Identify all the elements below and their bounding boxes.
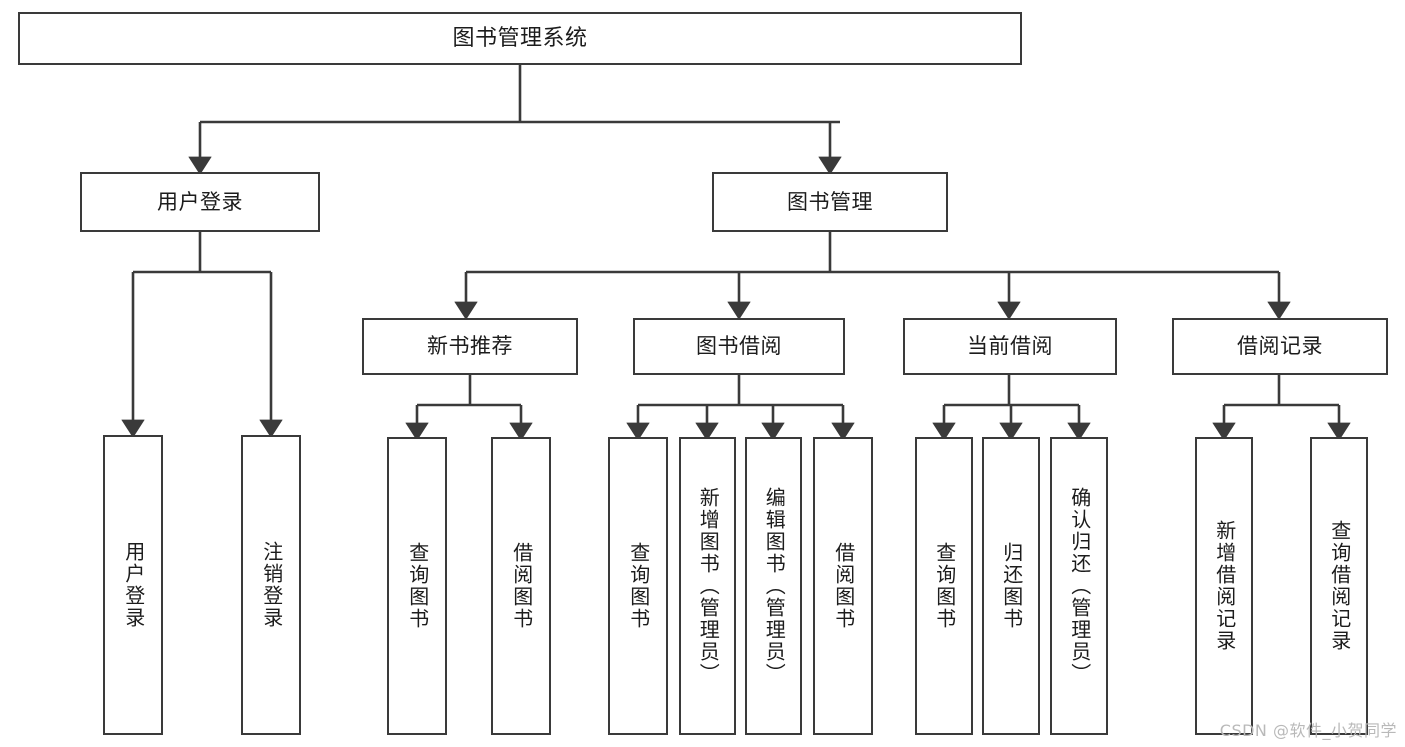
node-leaf-add-borrow-record-label: 新增借阅记录 xyxy=(1212,520,1237,652)
node-leaf-query-book-current-label: 查询图书 xyxy=(932,542,957,630)
node-root-book-management-system[interactable]: 图书管理系统 xyxy=(18,12,1022,65)
node-leaf-borrow-book[interactable]: 借阅图书 xyxy=(813,437,873,735)
node-leaf-query-borrow-record-label: 查询借阅记录 xyxy=(1327,520,1352,652)
node-leaf-query-book-recommend[interactable]: 查询图书 xyxy=(387,437,447,735)
node-borrow-record-label: 借阅记录 xyxy=(1237,334,1323,359)
node-leaf-query-book-borrow-label: 查询图书 xyxy=(626,542,651,630)
node-leaf-user-login[interactable]: 用户登录 xyxy=(103,435,163,735)
node-root-label: 图书管理系统 xyxy=(452,25,588,51)
node-current-borrow[interactable]: 当前借阅 xyxy=(903,318,1117,375)
node-leaf-logout[interactable]: 注销登录 xyxy=(241,435,301,735)
node-user-login-label: 用户登录 xyxy=(157,189,243,214)
node-leaf-add-book-admin-label: 新增图书（管理员） xyxy=(696,487,721,685)
node-leaf-add-borrow-record[interactable]: 新增借阅记录 xyxy=(1195,437,1253,735)
node-leaf-borrow-book-recommend-label: 借阅图书 xyxy=(509,542,534,630)
node-book-management-label: 图书管理 xyxy=(787,189,873,214)
node-leaf-confirm-return-admin[interactable]: 确认归还（管理员） xyxy=(1050,437,1108,735)
node-new-book-recommend[interactable]: 新书推荐 xyxy=(362,318,578,375)
node-leaf-query-book-recommend-label: 查询图书 xyxy=(405,542,430,630)
node-leaf-confirm-return-admin-label: 确认归还（管理员） xyxy=(1067,487,1092,685)
node-leaf-query-book-borrow[interactable]: 查询图书 xyxy=(608,437,668,735)
node-leaf-borrow-book-recommend[interactable]: 借阅图书 xyxy=(491,437,551,735)
node-book-borrow[interactable]: 图书借阅 xyxy=(633,318,845,375)
watermark-text: CSDN @软件_小贺同学 xyxy=(1219,721,1397,740)
node-leaf-query-borrow-record[interactable]: 查询借阅记录 xyxy=(1310,437,1368,735)
node-leaf-logout-label: 注销登录 xyxy=(259,541,284,629)
node-user-login[interactable]: 用户登录 xyxy=(80,172,320,232)
node-leaf-return-book[interactable]: 归还图书 xyxy=(982,437,1040,735)
node-book-management[interactable]: 图书管理 xyxy=(712,172,948,232)
node-leaf-return-book-label: 归还图书 xyxy=(999,542,1024,630)
node-leaf-borrow-book-label: 借阅图书 xyxy=(831,542,856,630)
node-leaf-edit-book-admin[interactable]: 编辑图书（管理员） xyxy=(745,437,802,735)
node-leaf-query-book-current[interactable]: 查询图书 xyxy=(915,437,973,735)
node-borrow-record[interactable]: 借阅记录 xyxy=(1172,318,1388,375)
node-leaf-user-login-label: 用户登录 xyxy=(121,541,146,629)
node-book-borrow-label: 图书借阅 xyxy=(696,334,782,359)
node-leaf-edit-book-admin-label: 编辑图书（管理员） xyxy=(762,487,787,685)
node-leaf-add-book-admin[interactable]: 新增图书（管理员） xyxy=(679,437,736,735)
node-new-book-recommend-label: 新书推荐 xyxy=(427,334,513,359)
node-current-borrow-label: 当前借阅 xyxy=(967,334,1053,359)
